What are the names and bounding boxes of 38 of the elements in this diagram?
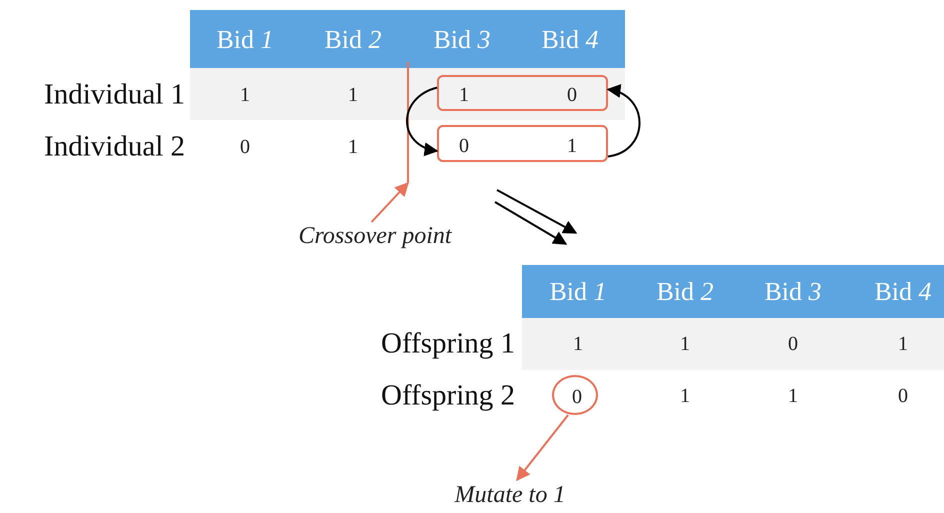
cell-value: 0	[572, 387, 582, 407]
cell-value: 1	[348, 85, 358, 105]
cell-value: 1	[788, 386, 798, 406]
column-header: Bid 3	[764, 279, 822, 305]
cell-value: 1	[898, 334, 908, 354]
column-header: Bid 2	[656, 279, 714, 305]
column-header: Bid 4	[541, 27, 599, 53]
column-header: Bid 1	[216, 27, 274, 53]
row-label: Individual 1	[44, 80, 185, 110]
column-header: Bid 4	[874, 279, 932, 305]
cell-value: 0	[788, 334, 798, 354]
highlight-box	[437, 75, 608, 111]
crossover-line	[407, 62, 409, 183]
cell-value: 1	[680, 334, 690, 354]
cell-value: 1	[348, 137, 358, 157]
annotation-text: Crossover point	[298, 224, 452, 248]
column-header: Bid 3	[433, 27, 491, 53]
cell-value: 1	[680, 386, 690, 406]
cell-value: 1	[459, 85, 469, 105]
leader-arrow	[516, 414, 569, 482]
column-header: Bid 2	[324, 27, 382, 53]
cell-value: 1	[567, 136, 577, 156]
column-header: Bid 1	[549, 279, 607, 305]
cell-value: 1	[240, 85, 250, 105]
swap-arrow	[606, 85, 640, 158]
highlight-box	[437, 125, 608, 162]
highlight-circle	[552, 375, 598, 415]
cell-value: 0	[459, 136, 469, 156]
leader-arrow	[370, 182, 409, 223]
annotation-text: Mutate to 1	[454, 483, 566, 507]
row-label: Individual 2	[44, 132, 185, 162]
swap-arrow	[406, 86, 438, 155]
row-label: Offspring 1	[381, 330, 515, 358]
row-label: Offspring 2	[381, 382, 515, 410]
cell-value: 1	[573, 334, 583, 354]
cell-value: 0	[240, 137, 250, 157]
cell-value: 0	[898, 386, 908, 406]
cell-value: 0	[567, 85, 577, 105]
